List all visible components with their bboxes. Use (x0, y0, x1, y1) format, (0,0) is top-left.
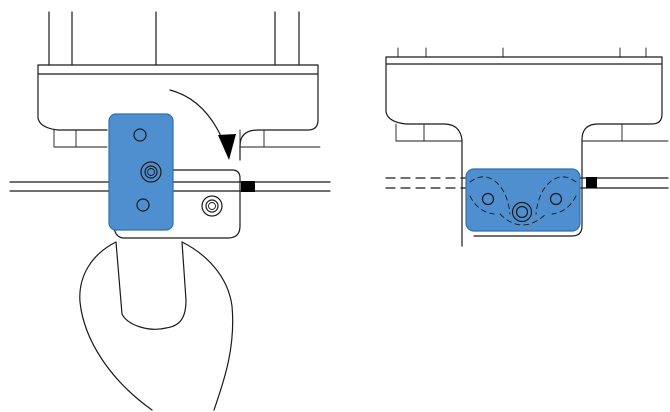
left-step (53, 129, 108, 148)
right-rod-stubs (397, 47, 647, 58)
hole-icon (511, 201, 533, 223)
hole-icon (147, 168, 155, 176)
hole-icon (140, 161, 162, 183)
right-upper-housing (385, 56, 663, 171)
hidden-contours (469, 176, 577, 226)
right-assembly (385, 47, 669, 247)
right-highlighted-bracket (465, 168, 581, 232)
right-sensor-block (586, 177, 597, 188)
right-left-step (395, 123, 463, 142)
hole-icon (208, 202, 216, 210)
hole-icon (144, 165, 158, 179)
upper-housing (37, 64, 319, 161)
hole-icon (136, 198, 150, 212)
mounting-block (113, 169, 241, 239)
hole-icon (481, 192, 495, 206)
hole-icon (205, 199, 219, 213)
sensor-block (241, 181, 255, 192)
hole-icon (515, 205, 529, 219)
wrench-icon (79, 241, 234, 411)
right-right-step (581, 123, 669, 142)
hole-icon (549, 192, 563, 206)
vertical-rods (48, 11, 300, 66)
hole-icon (201, 195, 223, 217)
left-assembly (9, 11, 331, 411)
right-lower-block (461, 169, 583, 247)
right-step (239, 129, 321, 148)
curved-arrow-icon (169, 89, 236, 160)
hole-icon (133, 128, 147, 142)
